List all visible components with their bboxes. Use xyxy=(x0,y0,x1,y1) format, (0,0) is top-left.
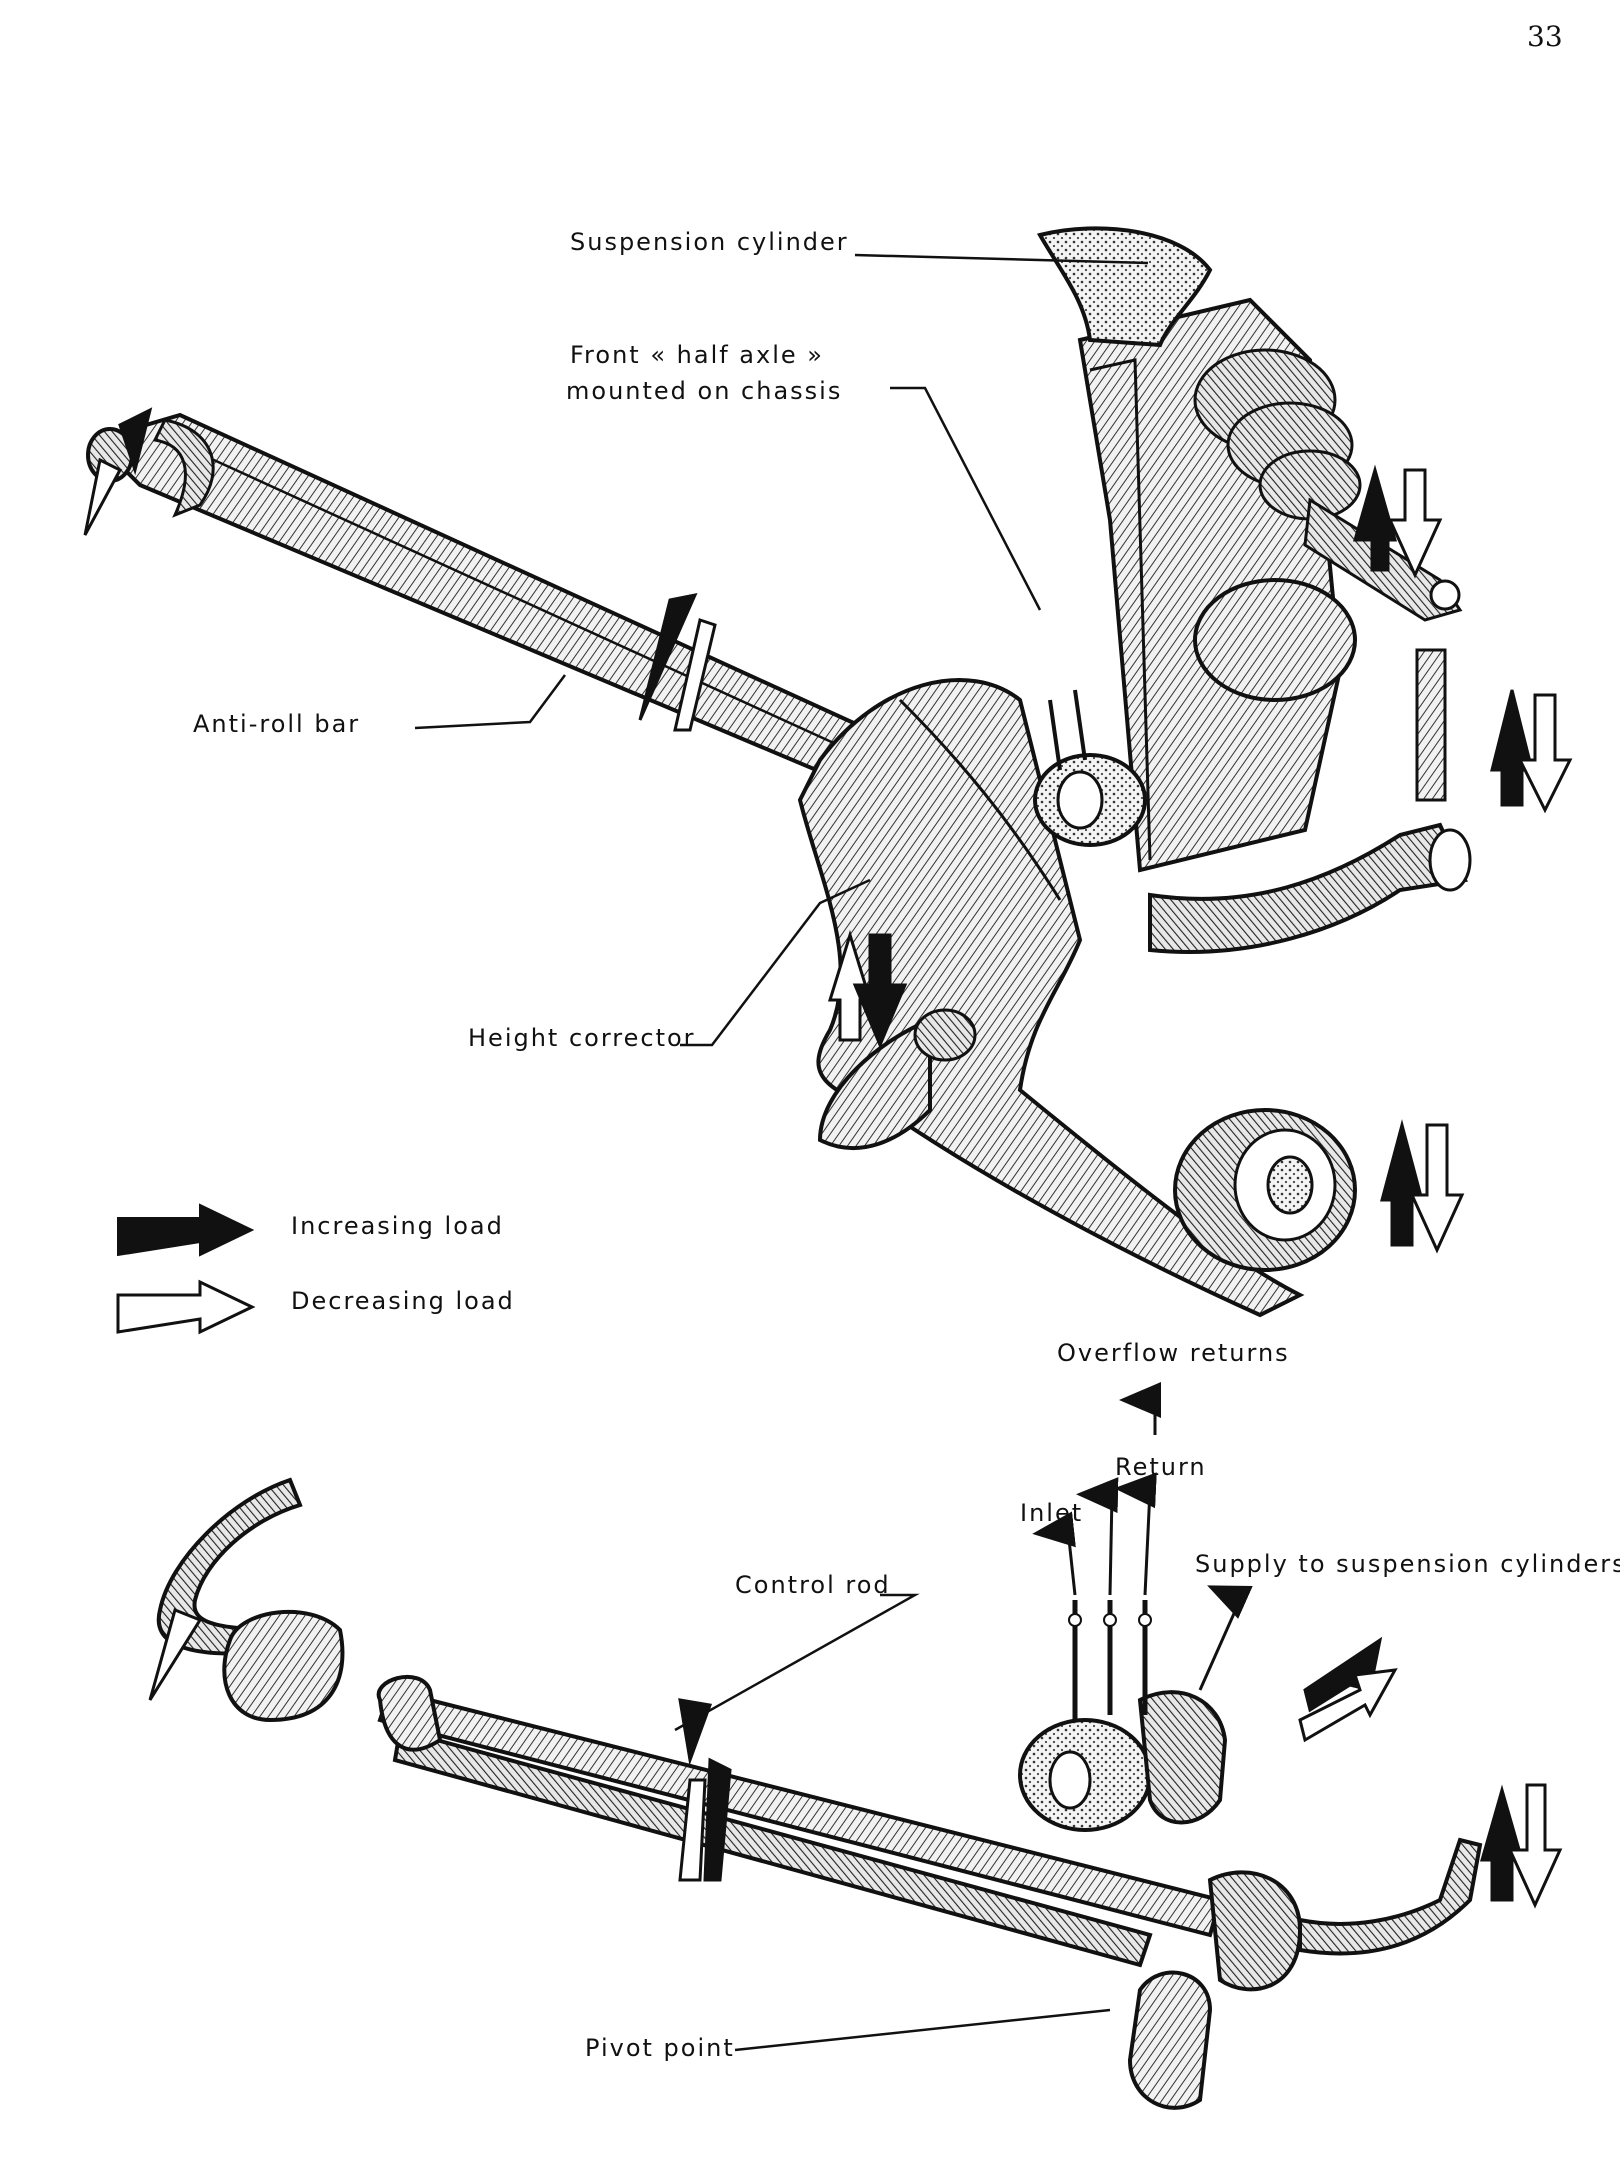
load-arrows-upper xyxy=(83,407,1573,1254)
legend-decreasing-label: Decreasing load xyxy=(291,1287,515,1315)
decreasing-load-arrow xyxy=(1387,468,1443,579)
increasing-load-arrow xyxy=(638,592,698,721)
decreasing-load-arrow xyxy=(678,1778,707,1882)
legend-increasing-label: Increasing load xyxy=(291,1212,504,1240)
increasing-load-arrow xyxy=(678,1698,713,1766)
increasing-load-arrow xyxy=(852,933,908,1049)
legend-decreasing-arrow xyxy=(116,1279,256,1335)
label-return: Return xyxy=(1115,1453,1207,1481)
label-height-corrector: Height corrector xyxy=(468,1024,696,1052)
increasing-load-arrow xyxy=(1353,464,1397,572)
increasing-load-arrow xyxy=(703,1757,732,1882)
label-suspension-cylinder: Suspension cylinder xyxy=(570,228,849,256)
decreasing-load-arrow xyxy=(1507,1783,1563,1909)
label-control-rod: Control rod xyxy=(735,1571,891,1599)
legend-increasing-arrow xyxy=(117,1203,255,1257)
legend xyxy=(116,1203,256,1335)
leader-lines-upper xyxy=(414,253,1149,1047)
label-pivot-point: Pivot point xyxy=(585,2034,735,2062)
label-supply-to-suspension-cylinders: Supply to suspension cylinders xyxy=(1195,1550,1620,1578)
label-front-half-axle-line2: mounted on chassis xyxy=(566,377,843,405)
label-overflow-returns: Overflow returns xyxy=(1057,1339,1290,1367)
load-arrows-lower xyxy=(148,1607,1563,1909)
flow-arrows xyxy=(1032,1382,1253,1691)
decreasing-load-arrow xyxy=(148,1607,203,1701)
label-inlet: Inlet xyxy=(1020,1499,1084,1527)
increasing-load-arrow xyxy=(1480,1784,1524,1902)
wishbone-arm-drawing xyxy=(797,678,1472,1318)
label-anti-roll-bar: Anti-roll bar xyxy=(193,710,361,738)
label-front-half-axle-line1: Front « half axle » xyxy=(570,341,824,369)
lower-control-assembly xyxy=(156,1477,1483,2110)
decreasing-load-arrow xyxy=(1517,693,1573,814)
leader-lines-lower xyxy=(674,1593,1111,2052)
page-number: 33 xyxy=(1527,20,1563,53)
increasing-load-arrow xyxy=(1490,689,1534,807)
decreasing-load-arrow xyxy=(83,457,123,536)
increasing-load-arrow xyxy=(1380,1119,1424,1247)
decreasing-load-arrow xyxy=(673,618,717,732)
increasing-load-arrow xyxy=(118,407,153,476)
decreasing-load-arrow xyxy=(1409,1123,1465,1254)
decreasing-load-arrow xyxy=(1298,1668,1398,1743)
half-axle-chassis-drawing xyxy=(1036,226,1463,873)
